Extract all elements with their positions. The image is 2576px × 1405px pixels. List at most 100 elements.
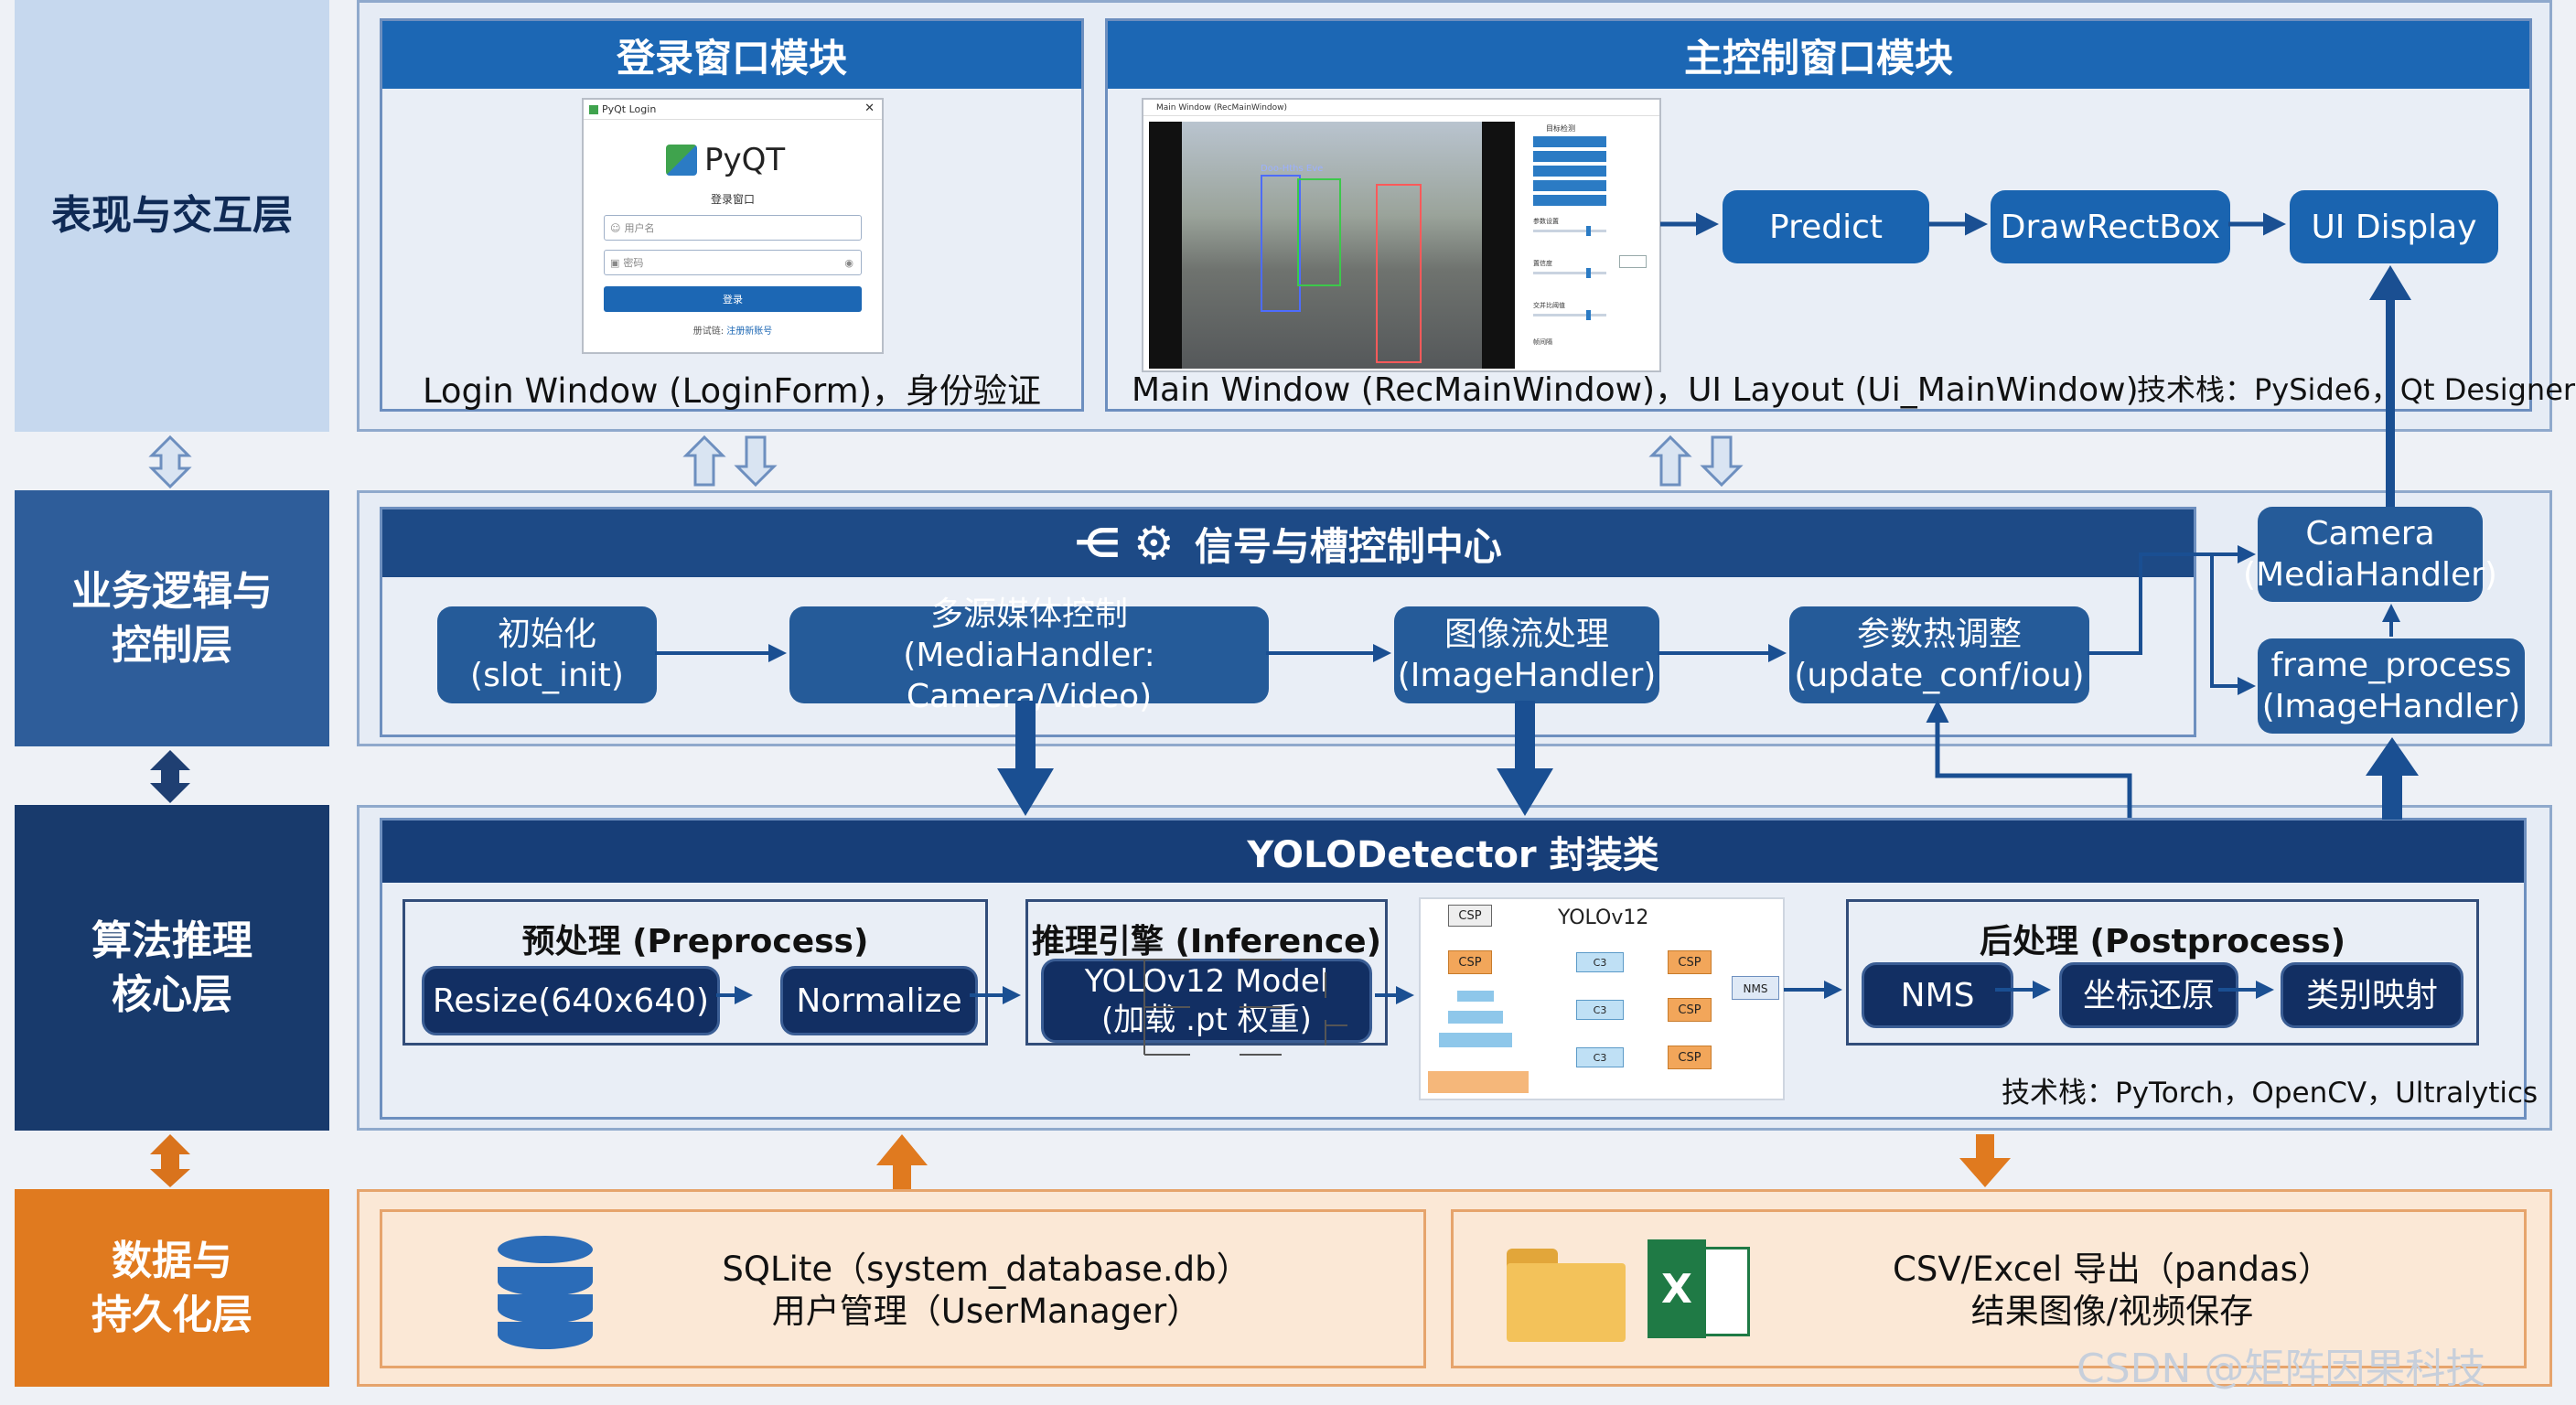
- excel-icon: X: [1648, 1239, 1750, 1338]
- arch-csp: CSP: [1448, 950, 1492, 974]
- close-icon[interactable]: ✕: [864, 102, 875, 115]
- resize-node: Resize(640x640): [422, 966, 720, 1035]
- excel-letter: X: [1661, 1265, 1692, 1313]
- register-link[interactable]: 注册新账号: [726, 327, 773, 337]
- database-icon: [498, 1236, 593, 1349]
- class-map-node: 类别映射: [2281, 962, 2463, 1028]
- side-button[interactable]: [1533, 195, 1606, 206]
- iou-slider[interactable]: [1533, 268, 1606, 278]
- login-window-title: PyQt Login: [602, 103, 657, 115]
- nms-node: NMS: [1862, 962, 2013, 1028]
- login-window-preview: PyQt Login ✕ PyQT 登录窗口 ☺ 用户名 ▣ 密码 ◉ 登录 册…: [582, 98, 884, 354]
- side-button[interactable]: [1533, 180, 1606, 191]
- main-window-titlebar: Main Window (RecMainWindow): [1143, 100, 1659, 116]
- folder-icon: [1507, 1249, 1626, 1342]
- eye-icon[interactable]: ◉: [844, 256, 853, 269]
- login-button[interactable]: 登录: [604, 286, 862, 312]
- pyqt-logo-text: PyQT: [704, 142, 786, 178]
- confidence-slider[interactable]: [1533, 226, 1606, 236]
- yolo-header: YOLODetector 封装类: [382, 820, 2524, 883]
- username-placeholder: 用户名: [624, 222, 655, 234]
- camera-node: Camera (MediaHandler): [2243, 507, 2497, 602]
- register-text: 册试链:: [692, 327, 724, 337]
- yolo-title: YOLODetector 封装类: [1247, 834, 1659, 876]
- arch-pyramid: [1457, 991, 1494, 1002]
- control-center: ⋲ ⚙ 信号与槽控制中心 初始化 (slot_init) 多源媒体控制 (Med…: [380, 507, 2196, 737]
- yolo-model-node: YOLOv12 Model (加载 .pt 权重): [1041, 959, 1372, 1043]
- layer-logic-label: 业务逻辑与 控制层: [71, 567, 273, 669]
- yolo-detector: YOLODetector 封装类 预处理 (Preprocess) Resize…: [380, 818, 2538, 1120]
- arch-c3: C3: [1576, 952, 1624, 972]
- video-frame: Doo-Hths Eve: [1149, 122, 1515, 369]
- database-box: SQLite（system_database.db） 用户管理（UserMana…: [380, 1209, 1426, 1368]
- arch-c3: C3: [1576, 1000, 1624, 1020]
- layer-algorithm: 算法推理 核心层: [15, 805, 329, 1131]
- coord-restore-node: 坐标还原: [2059, 962, 2238, 1028]
- image-stream-node: 图像流处理 (ImageHandler): [1394, 606, 1659, 703]
- arch-pyramid: [1448, 1011, 1503, 1024]
- value-spinbox[interactable]: [1619, 255, 1647, 268]
- frame-process-node: frame_process (ImageHandler): [2258, 638, 2525, 734]
- detection-label: Doo-Hths Eve: [1261, 164, 1324, 174]
- arch-pyramid: [1428, 1071, 1529, 1093]
- detection-box: [1297, 178, 1341, 286]
- control-center-title: 信号与槽控制中心: [1194, 523, 1502, 569]
- login-caption: Login Window (LoginForm)，身份验证: [422, 371, 1042, 411]
- export-text: CSV/Excel 导出（pandas） 结果图像/视频保存: [1893, 1249, 2332, 1332]
- arch-csp: CSP: [1668, 950, 1712, 974]
- layer-logic: 业务逻辑与 控制层: [15, 490, 329, 746]
- arch-title: YOLOv12: [1558, 906, 1649, 929]
- control-center-header: ⋲ ⚙ 信号与槽控制中心: [382, 509, 2194, 577]
- detection-box: [1376, 184, 1422, 363]
- drawrectbox-node: DrawRectBox: [1991, 190, 2230, 263]
- username-input[interactable]: ☺ 用户名: [604, 215, 862, 241]
- password-input[interactable]: ▣ 密码 ◉: [604, 250, 862, 275]
- slider-handle[interactable]: [1586, 226, 1591, 236]
- register-row: 册试链: 注册新账号: [584, 323, 882, 337]
- yolo-architecture: YOLOv12 CSP CSP CSP CSP CSP C3 C3 C3 NMS: [1419, 897, 1785, 1100]
- database-text: SQLite（system_database.db） 用户管理（UserMana…: [722, 1249, 1250, 1332]
- hollow-arrow: [682, 434, 1744, 488]
- predict-node: Predict: [1723, 190, 1929, 263]
- layer-data-label: 数据与 持久化层: [91, 1237, 252, 1338]
- preprocess-box: 预处理 (Preprocess) Resize(640x640) Normali…: [402, 899, 988, 1046]
- side-button[interactable]: [1533, 166, 1606, 177]
- login-subtitle: 登录窗口: [710, 193, 755, 206]
- main-tech: 技术栈：PySide6，Qt Designer: [2137, 372, 2576, 407]
- main-module: 主控制窗口模块 Main Window (RecMainWindow) Doo-…: [1105, 18, 2575, 412]
- login-module-title: 登录窗口模块: [616, 35, 847, 80]
- side-label: 交并比阈值: [1533, 302, 1565, 309]
- street-scene-image: [1182, 122, 1482, 369]
- side-panel-title: 目标检测: [1546, 124, 1575, 133]
- side-panel: 目标检测 参数设置 置信度 交并比阈值 帧间隔: [1528, 122, 1656, 369]
- pyqt-logo-icon: [666, 145, 697, 176]
- main-module-header: 主控制窗口模块: [1108, 21, 2529, 89]
- arch-csp: CSP: [1668, 998, 1712, 1022]
- postprocess-title: 后处理 (Postprocess): [1979, 923, 2346, 960]
- user-icon: ☺: [610, 221, 621, 234]
- side-label: 参数设置: [1533, 218, 1559, 225]
- interval-slider[interactable]: [1533, 310, 1606, 320]
- main-window-title: Main Window (RecMainWindow): [1156, 103, 1288, 113]
- postprocess-box: 后处理 (Postprocess) NMS 坐标还原 类别映射: [1846, 899, 2479, 1046]
- gear-icon: ⚙: [1133, 517, 1175, 570]
- arch-pyramid: [1439, 1033, 1512, 1047]
- side-button[interactable]: [1533, 151, 1606, 162]
- side-button[interactable]: [1533, 136, 1606, 147]
- lock-icon: ▣: [610, 256, 620, 269]
- layer-arrow: [148, 434, 192, 489]
- normalize-node: Normalize: [780, 966, 978, 1035]
- main-module-title: 主控制窗口模块: [1683, 35, 1953, 80]
- watermark: CSDN @矩阵因果科技: [2077, 1346, 2486, 1392]
- arch-nms: NMS: [1732, 976, 1779, 1000]
- slider-handle[interactable]: [1586, 268, 1591, 278]
- side-label: 帧间隔: [1533, 338, 1552, 346]
- arch-csp: CSP: [1668, 1046, 1712, 1069]
- init-node: 初始化 (slot_init): [437, 606, 657, 703]
- pyqt-small-icon: [589, 104, 598, 114]
- export-box: X CSV/Excel 导出（pandas） 结果图像/视频保存: [1451, 1209, 2527, 1368]
- slider-handle[interactable]: [1586, 310, 1591, 320]
- main-window-preview: Main Window (RecMainWindow) Doo-Hths Eve…: [1142, 98, 1661, 372]
- share-icon: ⋲: [1074, 520, 1122, 567]
- inference-title: 推理引擎 (Inference): [1031, 923, 1382, 960]
